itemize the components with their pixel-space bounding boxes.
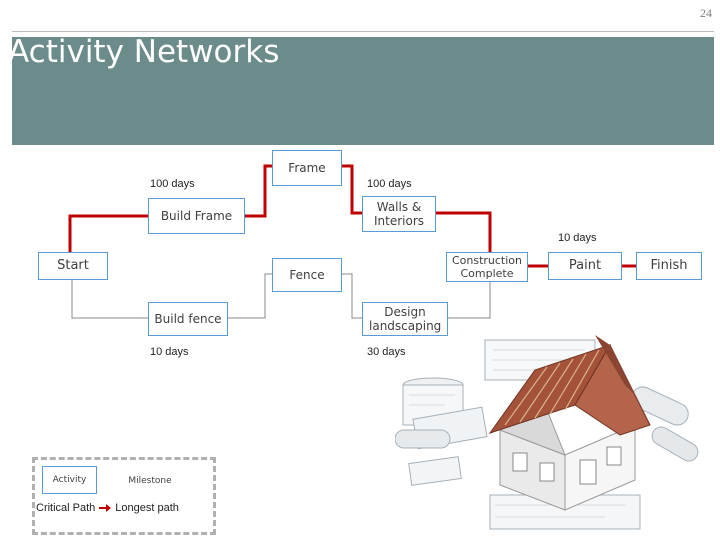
node-frame-label: Frame bbox=[288, 161, 326, 175]
title-rule bbox=[12, 31, 714, 32]
legend-activity: Activity bbox=[42, 466, 97, 494]
legend-critical-path-label: Critical Path bbox=[36, 502, 96, 514]
duration-build-frame: 100 days bbox=[150, 178, 195, 190]
legend-caption: Critical Path Longest path bbox=[36, 502, 179, 514]
edge-buildfence-fence bbox=[228, 273, 272, 319]
node-construction-complete-label: Construction Complete bbox=[451, 254, 523, 280]
normal-path-lines bbox=[71, 273, 491, 319]
house-body bbox=[499, 378, 636, 511]
node-construction-complete[interactable]: Construction Complete bbox=[446, 252, 528, 282]
node-fence[interactable]: Fence bbox=[272, 258, 342, 292]
edge-design-construction bbox=[448, 282, 491, 319]
node-walls-interiors-label: Walls & Interiors bbox=[373, 200, 425, 228]
node-frame[interactable]: Frame bbox=[272, 150, 342, 186]
house-construction-illustration bbox=[395, 335, 699, 530]
node-build-fence[interactable]: Build fence bbox=[148, 302, 228, 336]
right-arrow-icon bbox=[99, 504, 112, 512]
edge-fence-design bbox=[342, 273, 362, 319]
title-bar bbox=[12, 37, 714, 145]
legend-longest-path-label: Longest path bbox=[115, 502, 179, 514]
node-build-frame[interactable]: Build Frame bbox=[148, 198, 245, 234]
page-number: 24 bbox=[700, 6, 712, 20]
edge-start-buildfence bbox=[71, 280, 148, 319]
critical-edge-buildframe-frame bbox=[245, 164, 272, 218]
legend-activity-label: Activity bbox=[52, 475, 87, 485]
blueprint-rolls bbox=[395, 339, 699, 530]
critical-edge-walls-construction bbox=[436, 211, 492, 252]
node-build-fence-label: Build fence bbox=[154, 312, 222, 326]
node-start-label: Start bbox=[57, 258, 89, 273]
blueprint-lines bbox=[409, 349, 625, 518]
critical-path-lines bbox=[68, 164, 636, 268]
node-paint[interactable]: Paint bbox=[548, 252, 622, 280]
critical-edge-start-buildframe bbox=[68, 214, 148, 252]
roof-rafters bbox=[504, 349, 600, 426]
node-design-landscaping-label: Design landscaping bbox=[369, 305, 442, 333]
node-design-landscaping[interactable]: Design landscaping bbox=[362, 302, 448, 336]
node-walls-interiors[interactable]: Walls & Interiors bbox=[362, 196, 436, 232]
node-fence-label: Fence bbox=[289, 268, 325, 282]
legend-milestone: Milestone bbox=[118, 470, 182, 492]
windows-doors bbox=[512, 446, 622, 485]
house-roof bbox=[488, 335, 651, 436]
node-start[interactable]: Start bbox=[38, 252, 108, 280]
legend-box bbox=[32, 457, 216, 535]
node-finish-label: Finish bbox=[650, 258, 688, 273]
slide-title: Activity Networks bbox=[8, 34, 280, 70]
node-build-frame-label: Build Frame bbox=[160, 209, 233, 223]
duration-build-fence: 10 days bbox=[150, 346, 189, 358]
critical-edge-frame-walls bbox=[342, 164, 362, 215]
duration-walls-interiors: 100 days bbox=[367, 178, 412, 190]
duration-design-landscaping: 30 days bbox=[367, 346, 406, 358]
node-paint-label: Paint bbox=[568, 258, 602, 273]
duration-paint: 10 days bbox=[558, 232, 597, 244]
legend-milestone-label: Milestone bbox=[128, 476, 172, 486]
node-finish[interactable]: Finish bbox=[636, 252, 702, 280]
